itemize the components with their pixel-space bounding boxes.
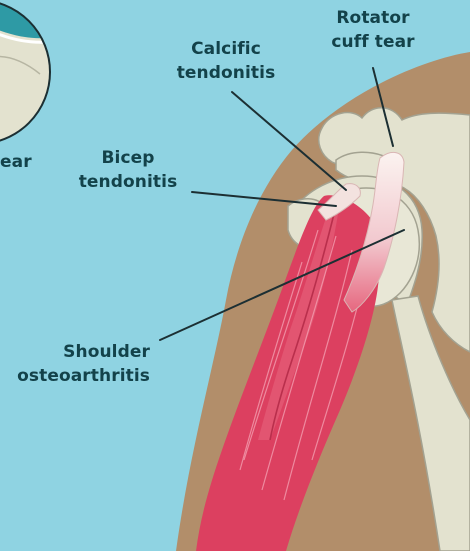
label-bicep-tendonitis: Bicep tendonitis — [68, 146, 188, 194]
inset-label-partial: ear — [0, 150, 30, 174]
label-shoulder-osteoarthritis: Shoulder osteoarthritis — [2, 340, 150, 388]
label-calcific-tendonitis: Calcific tendonitis — [166, 37, 286, 85]
label-rotator-cuff-tear: Rotator cuff tear — [318, 6, 428, 54]
